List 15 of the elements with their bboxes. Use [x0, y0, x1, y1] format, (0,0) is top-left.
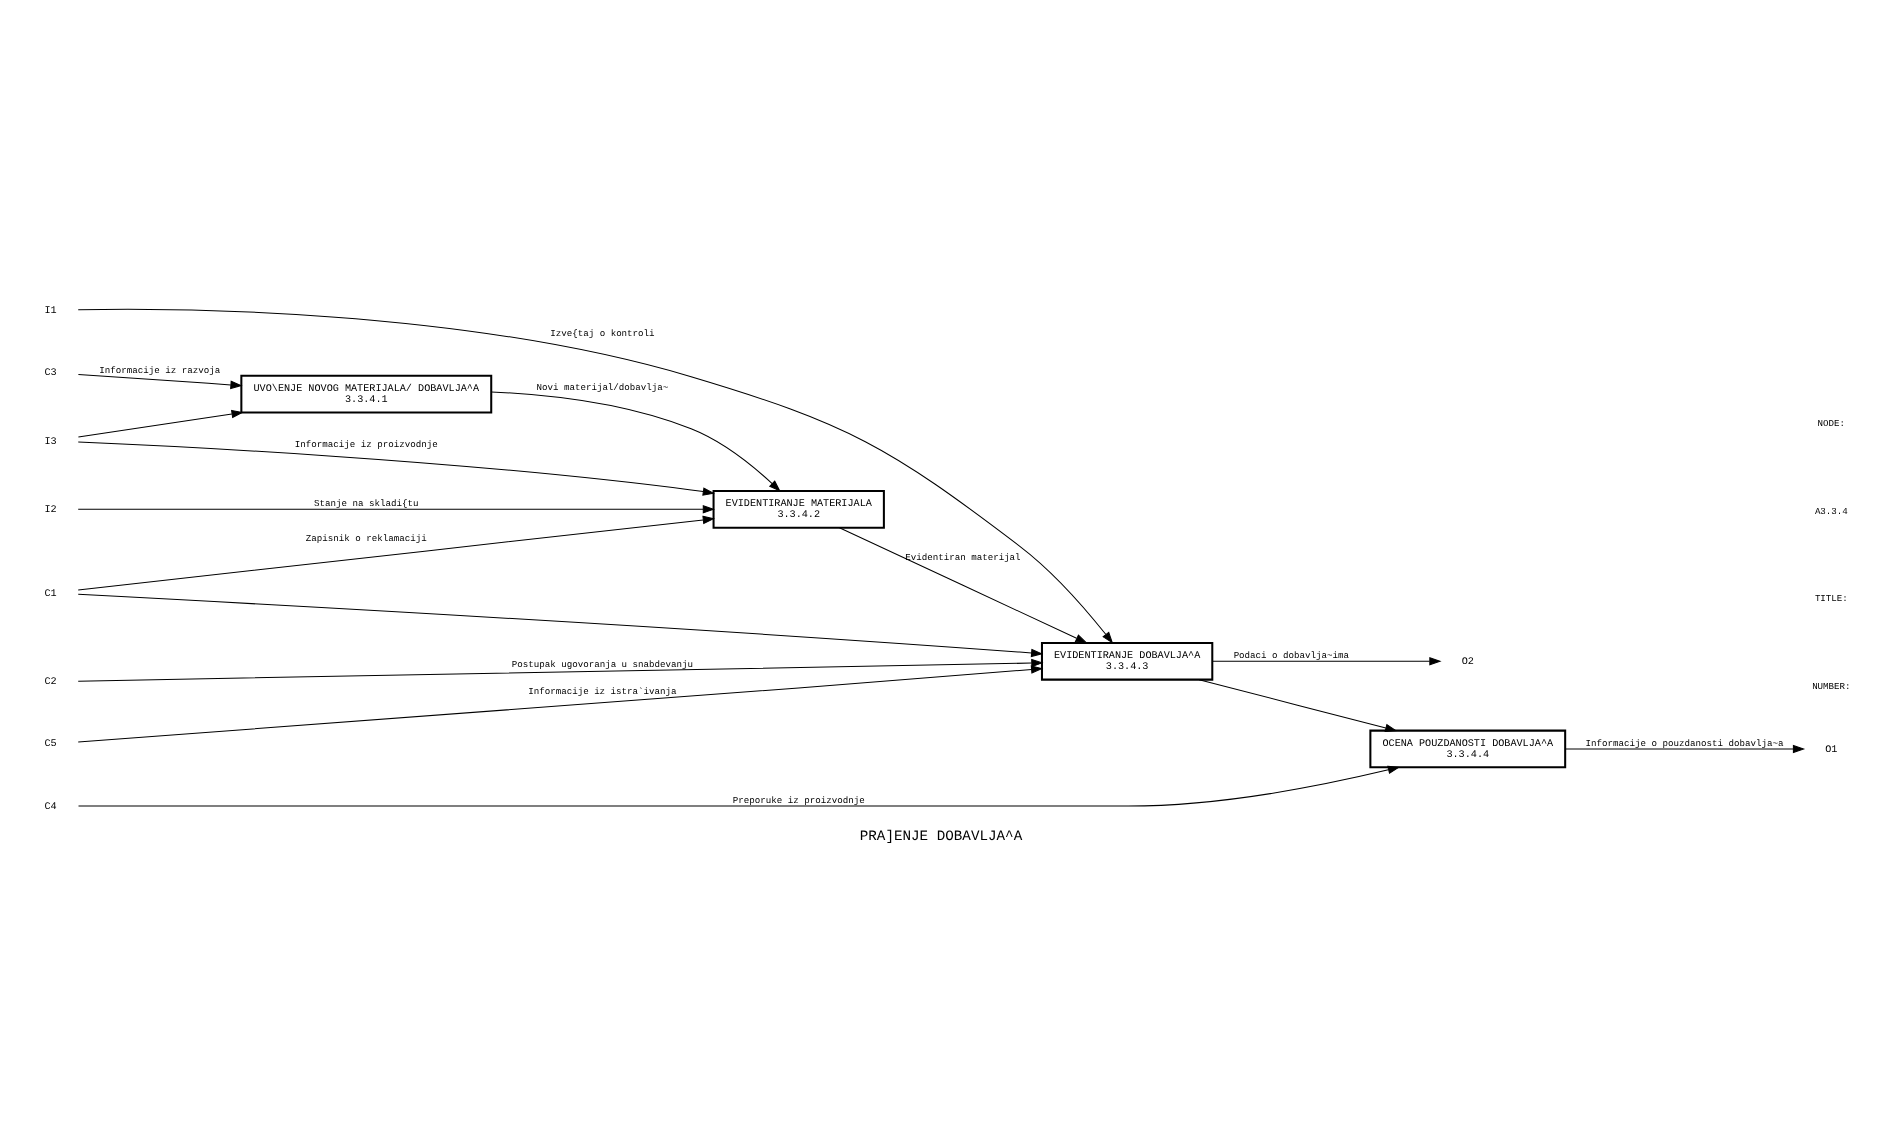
arrow — [76, 664, 1043, 742]
arrow — [76, 307, 1113, 643]
arrow — [76, 408, 243, 437]
arrow — [837, 526, 1087, 643]
arrow — [1197, 678, 1397, 732]
arrow — [77, 764, 1400, 806]
arrow — [76, 440, 714, 495]
arrow — [76, 514, 714, 590]
arrow — [76, 592, 1043, 657]
arrow — [76, 657, 1043, 681]
arrow — [76, 504, 714, 513]
arrow — [76, 372, 242, 389]
arrow — [1211, 656, 1441, 665]
arrow — [489, 390, 780, 491]
arrow — [1563, 743, 1805, 753]
